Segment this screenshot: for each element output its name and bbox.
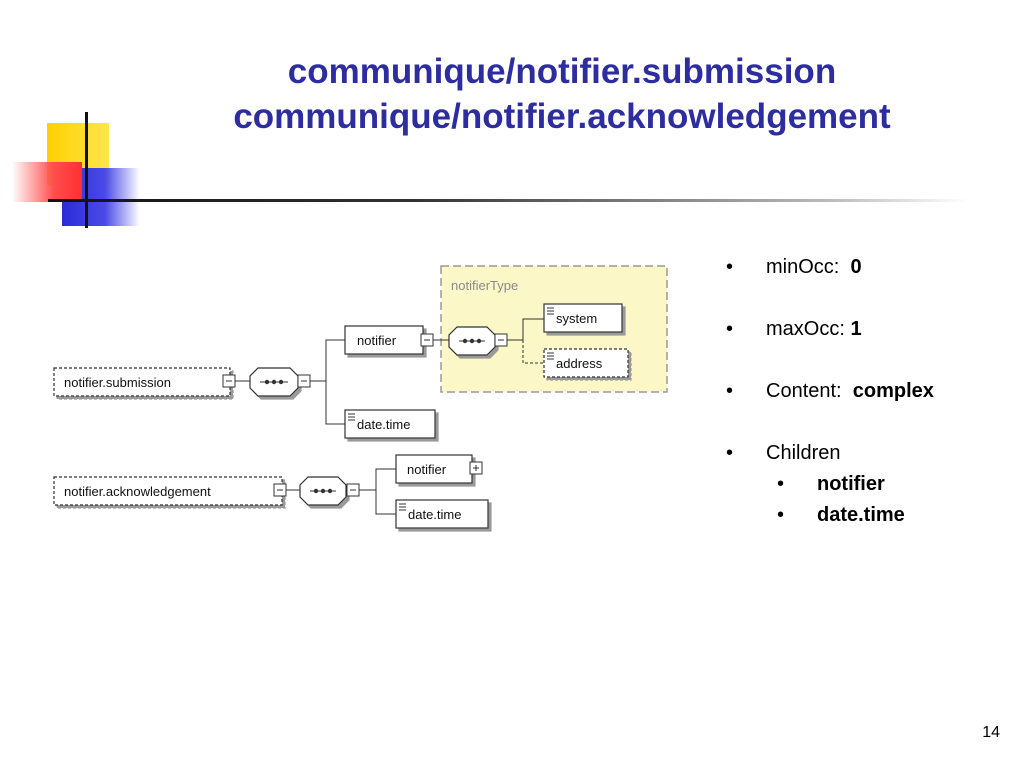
logo-vertical-line: [85, 112, 88, 228]
acknowledgement-root-label: notifier.acknowledgement: [64, 484, 211, 499]
slide-title-line-2: communique/notifier.acknowledgement: [233, 97, 891, 136]
children-label: Children: [766, 442, 841, 464]
acknowledgement-notifier-node[interactable]: notifier: [395, 454, 473, 484]
bullet-dot: •: [726, 256, 734, 278]
address-node[interactable]: address: [543, 348, 629, 378]
bullet-dot: •: [726, 380, 734, 402]
system-node[interactable]: system: [543, 303, 623, 333]
submission-sequence-toggle[interactable]: [297, 374, 311, 388]
submission-root-label: notifier.submission: [64, 375, 171, 390]
maxocc-value: 1: [850, 318, 862, 340]
acknowledgement-datetime-label: date.time: [408, 507, 461, 522]
child-datetime-label: date.time: [817, 504, 905, 526]
acknowledgement-sequence-toggle[interactable]: [346, 483, 360, 497]
content-label: Content:: [766, 380, 842, 402]
acknowledgement-collapse-toggle[interactable]: [273, 483, 287, 497]
submission-notifier-label: notifier: [357, 333, 397, 348]
acknowledgement-datetime-node[interactable]: date.time: [395, 499, 489, 529]
notifier-sequence-toggle[interactable]: [494, 333, 508, 347]
submission-datetime-label: date.time: [357, 417, 410, 432]
submission-notifier-node[interactable]: notifier: [344, 325, 424, 355]
minocc-value: 0: [850, 256, 862, 278]
child-notifier-label: notifier: [817, 473, 885, 495]
submission-collapse-toggle[interactable]: [222, 374, 236, 388]
maxocc-label: maxOcc:: [766, 318, 845, 340]
sub-bullet-dot: •: [777, 473, 785, 495]
expand-toggle[interactable]: [469, 461, 483, 475]
submission-root-node[interactable]: notifier.submission: [53, 367, 231, 397]
acknowledgement-notifier-label: notifier: [407, 462, 447, 477]
content-value: complex: [852, 380, 934, 402]
logo-red-square: [12, 162, 82, 202]
minocc-label: minOcc:: [766, 256, 840, 278]
acknowledgement-root-node[interactable]: notifier.acknowledgement: [53, 476, 283, 506]
notifier-type-label: notifierType: [451, 278, 518, 293]
sub-bullet-dot: •: [777, 504, 785, 526]
acknowledgement-sequence-icon: [299, 476, 347, 506]
submission-sequence-icon: [249, 367, 299, 397]
submission-datetime-node[interactable]: date.time: [344, 409, 436, 439]
notifier-collapse-toggle[interactable]: [420, 333, 434, 347]
bullet-dot: •: [726, 318, 734, 340]
system-label: system: [556, 311, 597, 326]
notifier-sequence-icon: [448, 326, 496, 356]
address-label: address: [556, 356, 603, 371]
title-underline: [48, 199, 968, 202]
page-number: 14: [982, 724, 1000, 741]
slide-title-line-1: communique/notifier.submission: [287, 52, 837, 91]
bullet-dot: •: [726, 442, 734, 464]
